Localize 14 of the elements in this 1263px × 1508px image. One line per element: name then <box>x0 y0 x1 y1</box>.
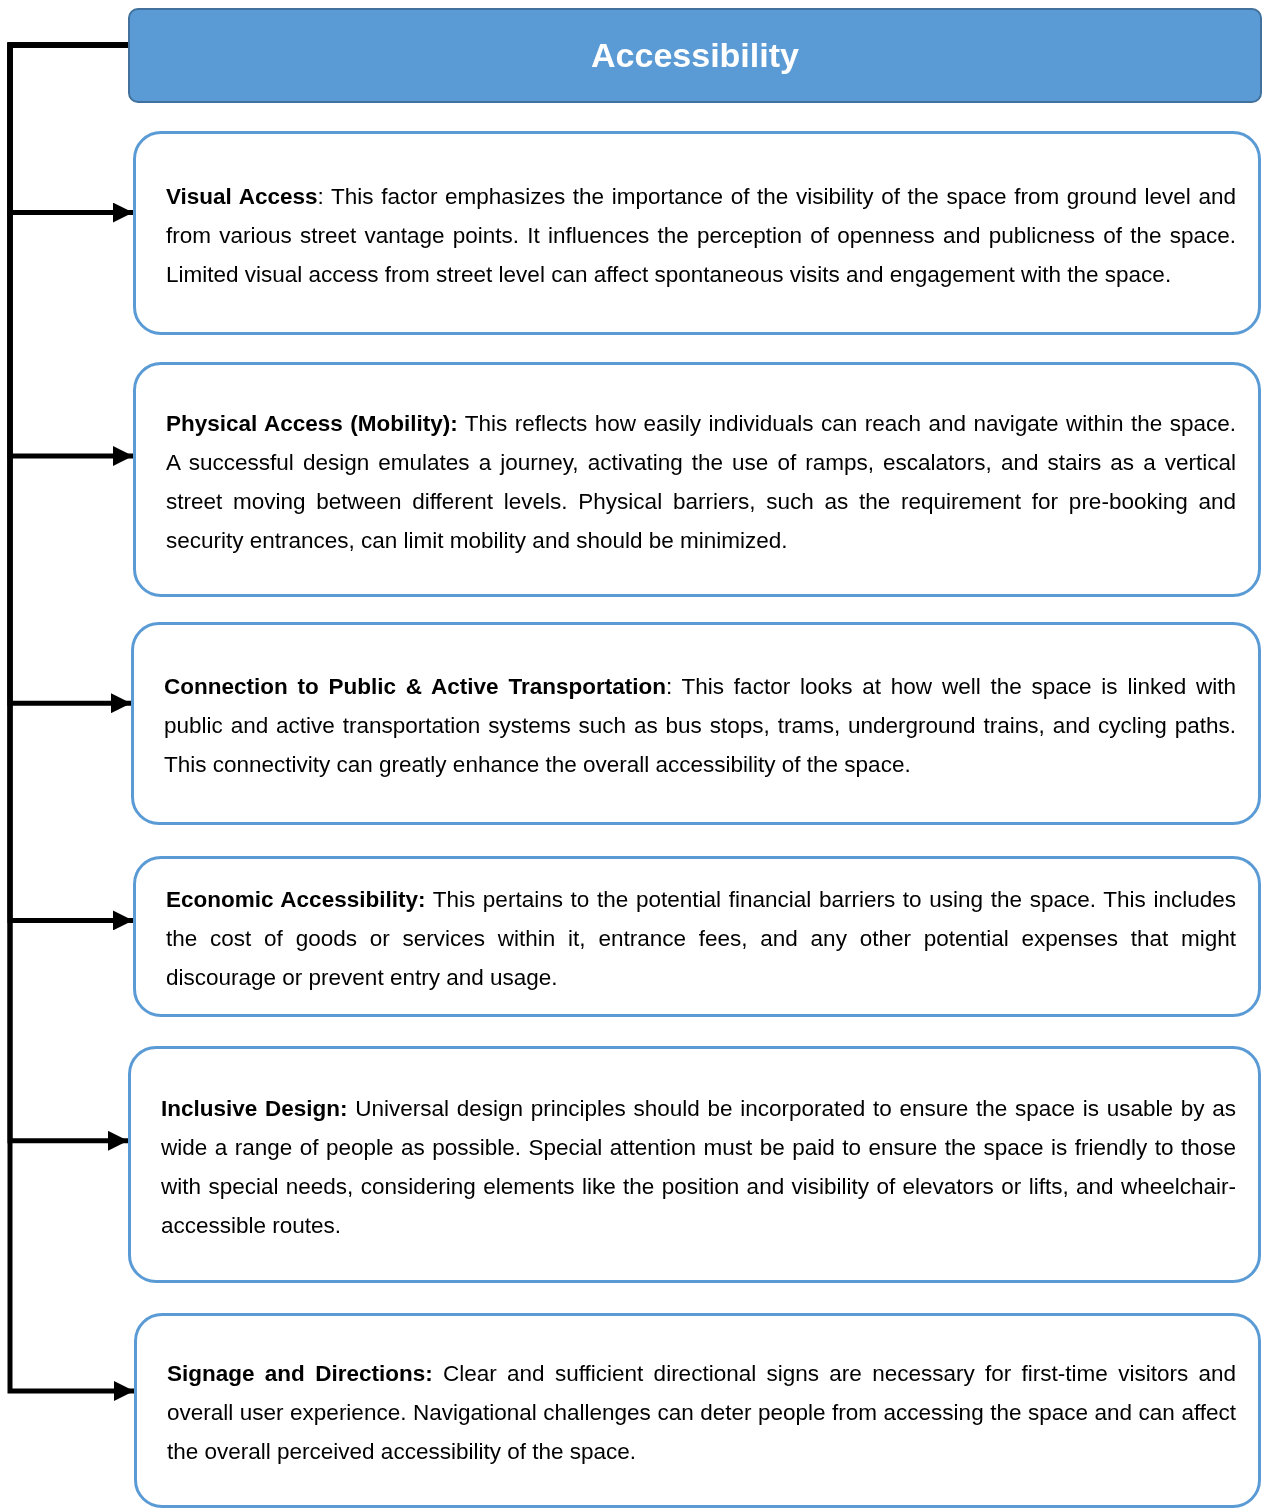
title-banner: Accessibility <box>128 8 1262 103</box>
factor-card <box>131 622 1261 825</box>
factor-description: Signage and Directions: Clear and sufficient directional signs are necessary for first-time visitors and overall user experience. Navigational challenges can deter people from accessing the space and can affect the overall perceived accessibility of the space. <box>167 1360 1236 1466</box>
factor-card <box>133 131 1261 335</box>
connector-arrow <box>7 42 134 1401</box>
factor-description: Inclusive Design: Universal design principles should be incorporated to ensure the space is usable by as wide a range of people as possible. Special attention must be paid to ensure the space is friendly to those with special needs, considering elements like the position and visibility of elevators or lifts, and wheelchair-accessible routes. <box>161 1094 1236 1240</box>
factor-description: Physical Access (Mobility): This reflects how easily individuals can reach and navigate within the space. A successful design emulates a journey, activating the use of ramps, escalators, and stairs as a vertical street moving between different levels. Physical barriers, such as the requirement for pre-booking and security entrances, can limit mobility and should be minimized. <box>166 409 1236 555</box>
factor-card <box>133 856 1261 1017</box>
factor-description: Visual Access: This factor emphasizes the importance of the visibility of the space from ground level and from various street vantage points. It influences the perception of openness and publicness of the space. Limited visual access from street level can affect spontaneous visits and engagement with the space. <box>166 182 1236 289</box>
factor-description: Connection to Public & Active Transportation: This factor looks at how well the space is linked with public and active transportation systems such as bus stops, trams, underground trains, and cycling paths. This connectivity can greatly enhance the overall accessibility of the space. <box>164 673 1236 779</box>
factor-description: Economic Accessibility: This pertains to the potential financial barriers to using the space. This includes the cost of goods or services within it, entrance fees, and any other potential expenses that might discourage or prevent entry and usage. <box>166 886 1236 992</box>
factor-card <box>134 1313 1261 1508</box>
factor-card <box>133 362 1261 597</box>
factor-card <box>128 1046 1261 1283</box>
